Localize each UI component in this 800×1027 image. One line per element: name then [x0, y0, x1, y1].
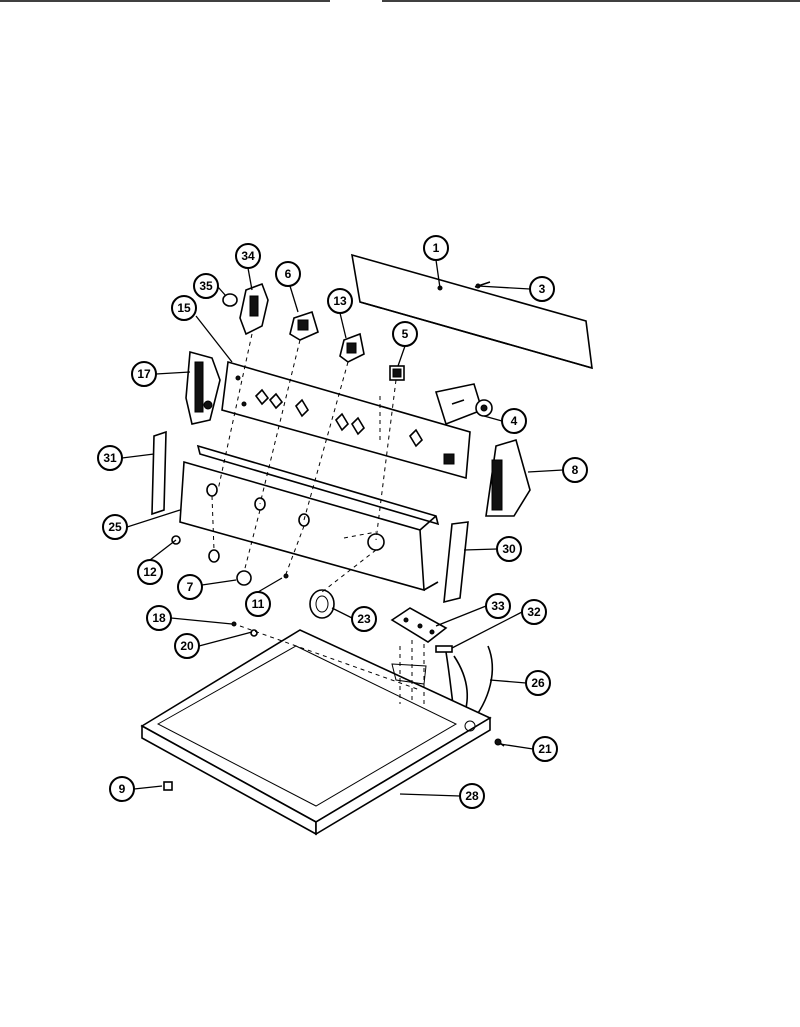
svg-text:5: 5 — [402, 327, 409, 341]
svg-text:11: 11 — [252, 597, 265, 611]
callout-4: 4 — [501, 408, 527, 434]
svg-text:28: 28 — [465, 789, 479, 803]
circuit-board-part — [390, 607, 448, 643]
svg-text:7: 7 — [187, 580, 194, 594]
svg-text:34: 34 — [241, 249, 255, 263]
timer-part — [434, 383, 493, 426]
svg-text:32: 32 — [527, 605, 541, 619]
assembly-guides — [211, 333, 425, 708]
svg-text:8: 8 — [572, 463, 579, 477]
svg-text:18: 18 — [152, 611, 166, 625]
callout-1: 1 — [423, 235, 449, 261]
svg-text:12: 12 — [143, 565, 157, 579]
knob-parts — [171, 535, 289, 586]
svg-text:6: 6 — [285, 267, 292, 281]
timer-knob-part — [309, 589, 335, 619]
svg-text:30: 30 — [502, 542, 516, 556]
push-switch-part — [339, 332, 365, 363]
callout-35: 35 — [193, 273, 219, 299]
svg-text:13: 13 — [333, 294, 347, 308]
callout-26: 26 — [525, 670, 551, 696]
callout-3: 3 — [529, 276, 555, 302]
console-panel — [179, 444, 440, 592]
callout-23: 23 — [351, 606, 377, 632]
small-knob-part — [222, 293, 238, 307]
svg-text:15: 15 — [177, 301, 191, 315]
svg-text:4: 4 — [511, 414, 518, 428]
callout-6: 6 — [275, 261, 301, 287]
svg-text:23: 23 — [357, 612, 371, 626]
svg-text:17: 17 — [137, 367, 151, 381]
callout-8: 8 — [562, 457, 588, 483]
callout-12: 12 — [137, 559, 163, 585]
svg-text:1: 1 — [433, 241, 440, 255]
callout-31: 31 — [97, 445, 123, 471]
back-panel — [350, 253, 593, 370]
svg-text:9: 9 — [119, 782, 126, 796]
callout-33: 33 — [485, 593, 511, 619]
left-end-cap — [185, 350, 221, 425]
foot-clip — [163, 781, 173, 791]
switch-part — [239, 282, 269, 336]
svg-text:20: 20 — [180, 639, 194, 653]
callout-20: 20 — [174, 633, 200, 659]
signal-part — [389, 365, 405, 381]
selector-switch-part — [289, 310, 319, 341]
svg-text:3: 3 — [539, 282, 546, 296]
leader-lines — [121, 259, 564, 797]
callout-25: 25 — [102, 514, 128, 540]
left-trim — [151, 430, 167, 516]
callout-21: 21 — [532, 736, 558, 762]
callout-18: 18 — [146, 605, 172, 631]
svg-text:25: 25 — [108, 520, 122, 534]
callout-5: 5 — [392, 321, 418, 347]
callout-30: 30 — [496, 536, 522, 562]
callout-28: 28 — [459, 783, 485, 809]
svg-text:31: 31 — [103, 451, 117, 465]
callout-17: 17 — [131, 361, 157, 387]
right-trim — [443, 521, 469, 604]
svg-text:26: 26 — [531, 676, 545, 690]
callout-15: 15 — [171, 295, 197, 321]
callout-34: 34 — [235, 243, 261, 269]
svg-text:21: 21 — [538, 742, 552, 756]
callout-9: 9 — [109, 776, 135, 802]
callout-11: 11 — [245, 591, 271, 617]
svg-text:33: 33 — [491, 599, 505, 613]
callout-7: 7 — [177, 574, 203, 600]
svg-text:35: 35 — [199, 279, 213, 293]
control-panel-bracket — [221, 360, 471, 480]
right-end-cap — [485, 438, 531, 517]
callout-32: 32 — [521, 599, 547, 625]
callout-13: 13 — [327, 288, 353, 314]
top-cover — [140, 629, 492, 836]
